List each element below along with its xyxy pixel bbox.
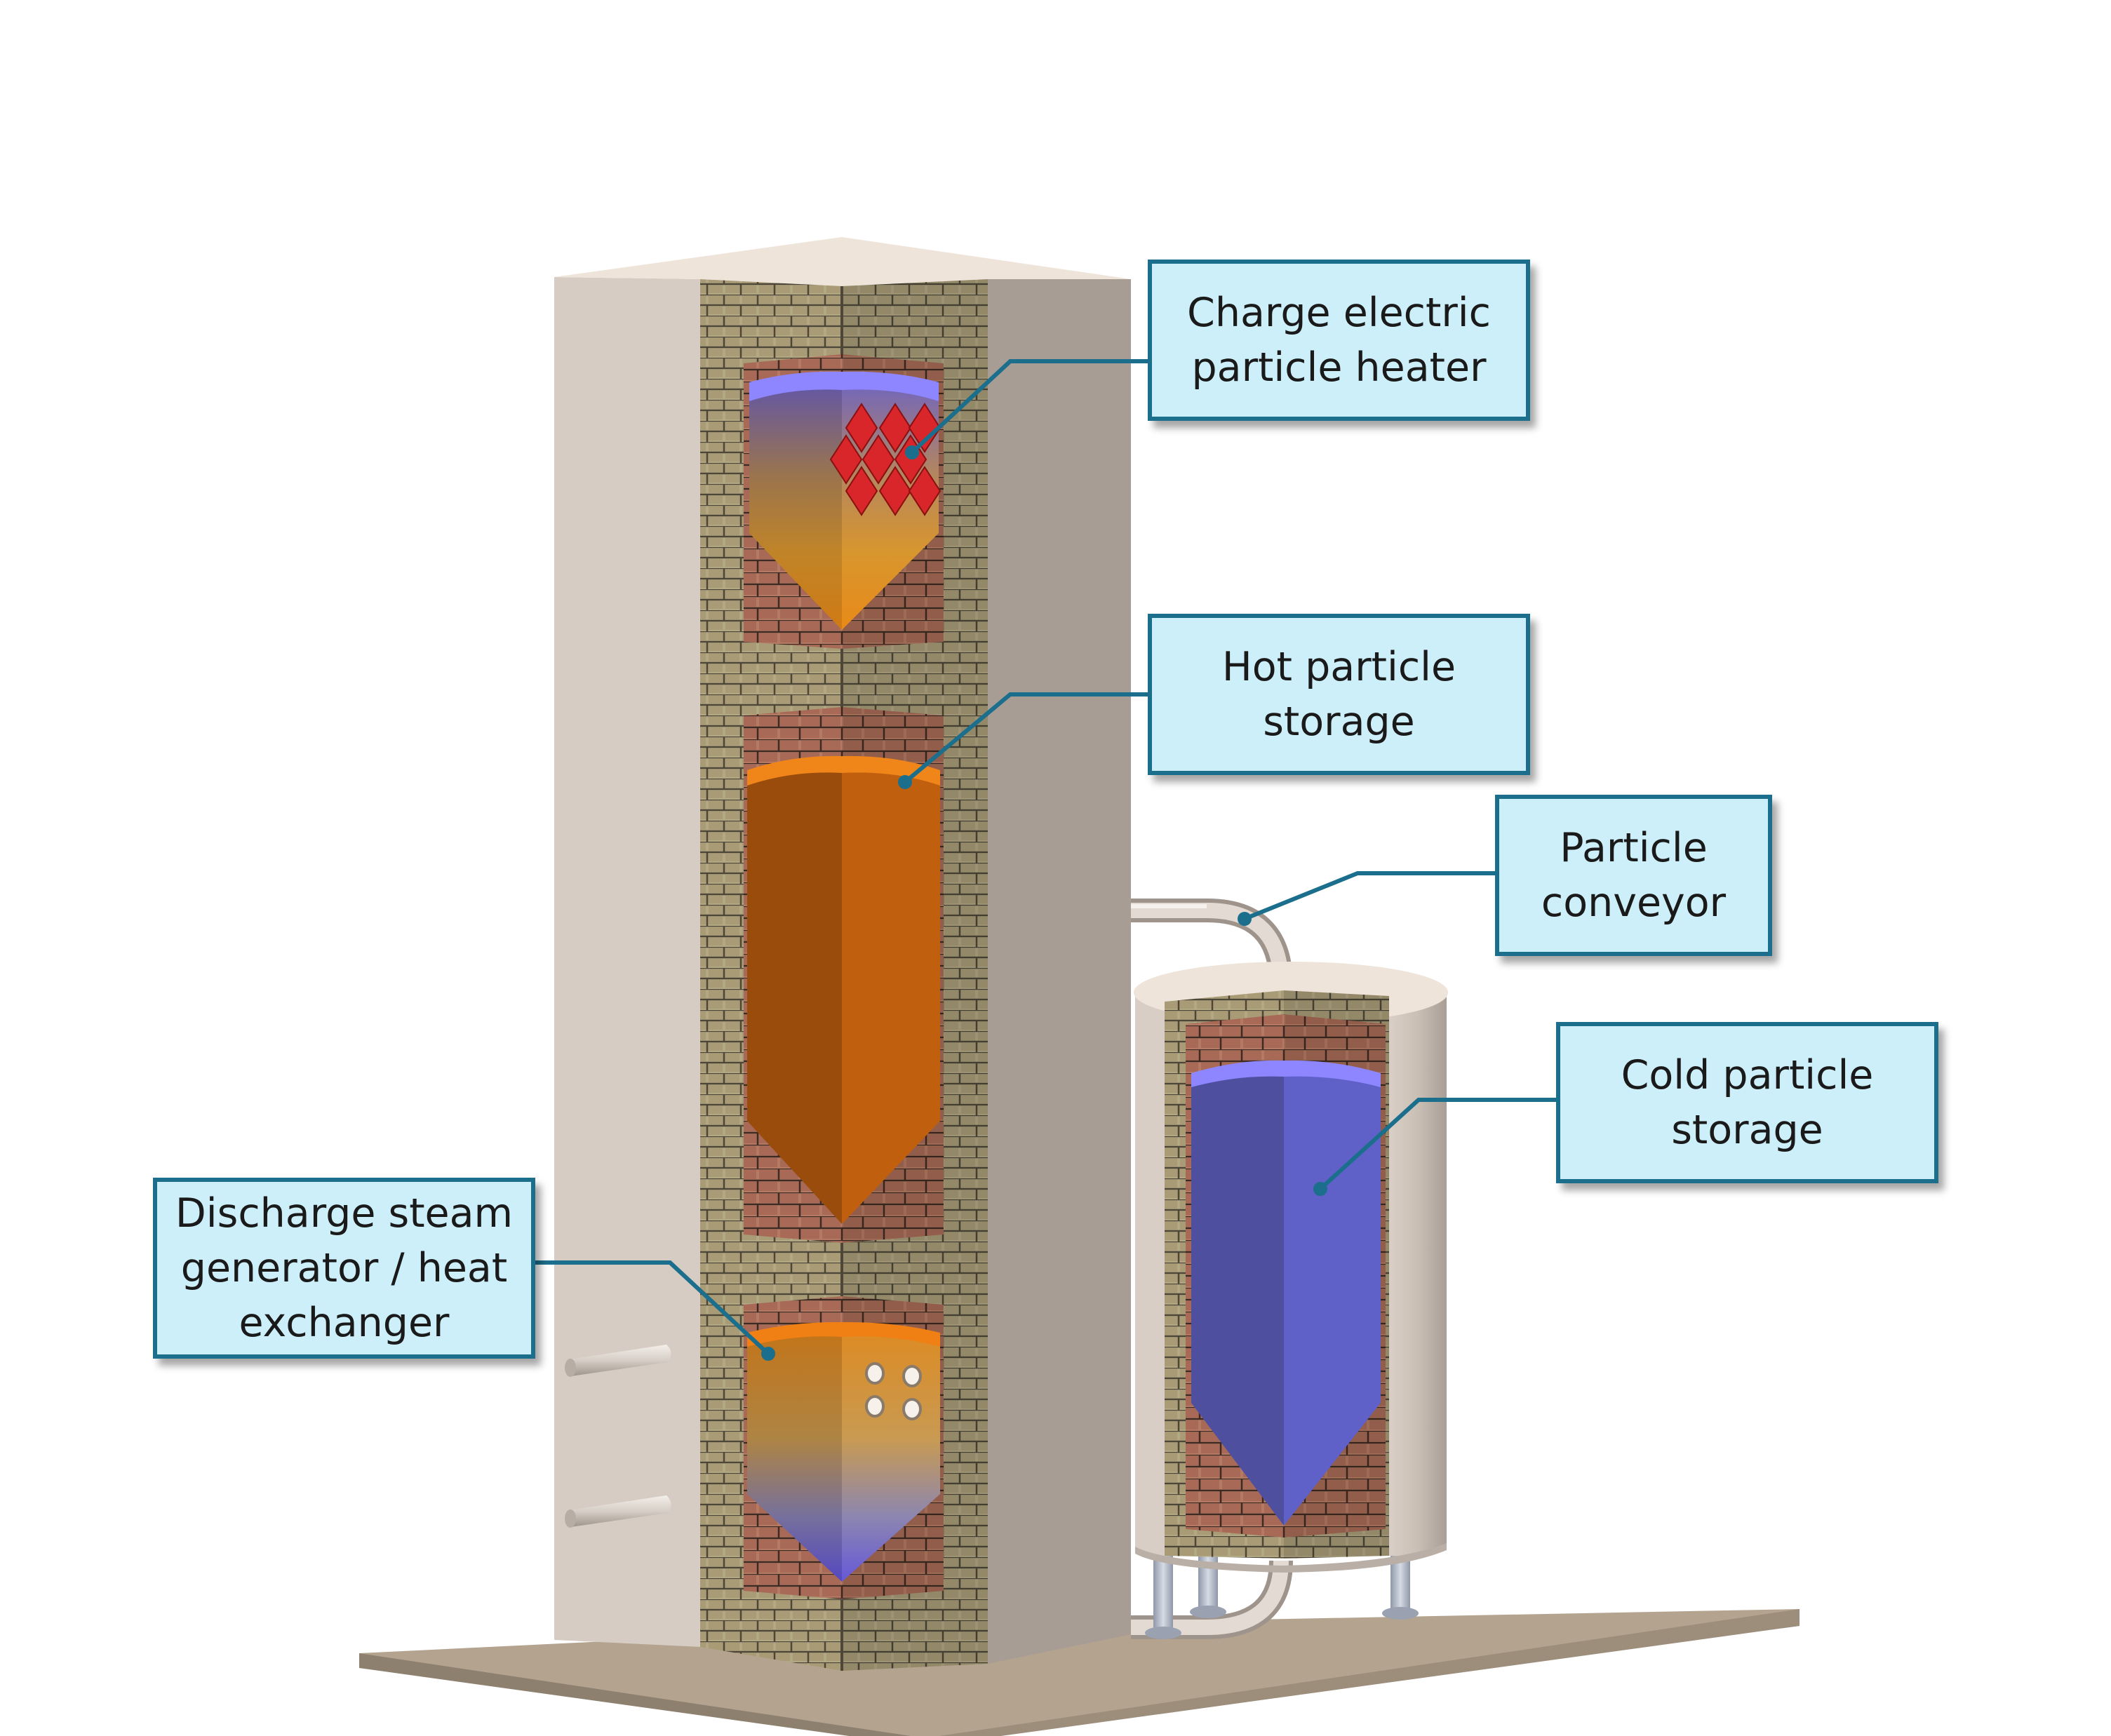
leader-conveyor: [1243, 871, 1495, 921]
heater-element-9: [908, 466, 941, 516]
heater-element-4: [829, 434, 863, 485]
callout-hot-line1: Hot particle: [1221, 644, 1456, 690]
leader-discharge: [532, 1260, 770, 1356]
callout-conveyor-line1: Particle: [1560, 825, 1708, 871]
callout-heater-line1: Charge electric: [1187, 290, 1491, 336]
callout-discharge-heat-exchanger: Discharge steam generator / heat exchang…: [153, 1178, 535, 1359]
callout-cold-line2: storage: [1671, 1107, 1823, 1153]
callout-conveyor-line2: conveyor: [1541, 880, 1727, 926]
callout-cold-storage: Cold particle storage: [1556, 1022, 1938, 1183]
discharge-heat-exchanger-chamber: [744, 1296, 944, 1599]
steam-pipes: [565, 1345, 671, 1528]
callout-heater-line2: particle heater: [1191, 344, 1487, 391]
main-tower: [554, 237, 1131, 1671]
heater-element-1: [845, 403, 878, 453]
callout-particle-conveyor: Particle conveyor: [1495, 795, 1772, 956]
heater-element-3: [908, 403, 941, 453]
heat-exchanger-tubes: [865, 1362, 922, 1420]
callout-hot-storage: Hot particle storage: [1148, 614, 1530, 775]
leader-hot: [904, 692, 1148, 784]
heater-element-7: [845, 466, 878, 516]
tower-shell-left-face: [554, 277, 700, 1647]
heater-element-8: [878, 466, 912, 516]
tower-top: [554, 237, 1131, 286]
hot-storage-chamber: [744, 707, 944, 1243]
callout-discharge-line3: exchanger: [239, 1300, 450, 1346]
leader-cold: [1318, 1098, 1556, 1191]
callout-cold-line1: Cold particle: [1621, 1052, 1874, 1098]
tower-shell-right-face: [988, 279, 1131, 1664]
leader-heater: [910, 359, 1148, 455]
leader-lines: [532, 359, 1556, 1356]
heater-element-2: [878, 403, 912, 453]
heater-elements: [829, 403, 941, 516]
callout-discharge-line1: Discharge steam: [175, 1190, 514, 1237]
cold-storage-tank: [1134, 962, 1448, 1639]
heater-element-5: [862, 434, 895, 485]
callout-discharge-line2: generator / heat: [180, 1245, 508, 1291]
callout-charge-heater: Charge electric particle heater: [1148, 260, 1530, 421]
callout-hot-line2: storage: [1263, 699, 1415, 745]
charge-heater-chamber: [744, 354, 944, 649]
leader-dots: [761, 445, 1327, 1361]
